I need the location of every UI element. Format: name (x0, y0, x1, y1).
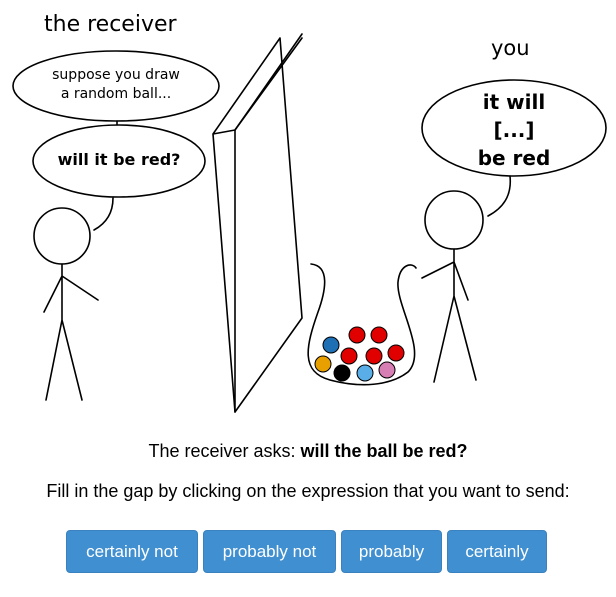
ball (356, 364, 374, 382)
receiver-label: the receiver (44, 12, 177, 37)
receiver-bubble-1 (12, 50, 220, 122)
receiver-head (33, 207, 91, 265)
certainly-button[interactable]: certainly (447, 530, 547, 573)
you-bubble-line-1: it will (482, 90, 546, 114)
you-bubble (421, 79, 607, 177)
ball-bag (307, 263, 417, 386)
ball (387, 344, 405, 362)
answer-buttons: certainly not probably not probably cert… (66, 530, 547, 573)
receiver-bubble-1-line-2: a random ball... (60, 86, 172, 102)
instruction-text: Fill in the gap by clicking on the expre… (46, 481, 570, 501)
scene-drawing (12, 33, 607, 413)
ball (370, 326, 388, 344)
you-bubble-line-2: [...] (493, 118, 535, 142)
ball (340, 347, 358, 365)
receiver-bubble-1-line-1: suppose you draw (52, 67, 180, 83)
question-bold: will the ball be red? (300, 441, 468, 461)
you-bubble-line-3: be red (477, 146, 551, 170)
ball (314, 355, 332, 373)
probably-button[interactable]: probably (341, 530, 442, 573)
ball (365, 347, 383, 365)
question-text: The receiver asks: will the ball be red? (0, 441, 616, 462)
receiver-bubble-2 (32, 124, 206, 198)
wall (212, 33, 303, 413)
ball (333, 364, 351, 382)
you-head (424, 190, 484, 250)
ball (348, 326, 366, 344)
you-label: you (491, 36, 530, 60)
probably-not-button[interactable]: probably not (203, 530, 336, 573)
balls-group (314, 326, 405, 382)
certainly-not-button[interactable]: certainly not (66, 530, 198, 573)
receiver-bubble-1-text: suppose you draw a random ball... (18, 66, 214, 104)
you-bubble-text: it will [...] be red (423, 88, 605, 172)
ball (378, 361, 396, 379)
receiver-bubble-2-text: will it be red? (57, 150, 181, 169)
comic-scene: the receiver you suppose you draw a rand… (12, 12, 607, 413)
question-prefix: The receiver asks: (148, 441, 301, 461)
ball (322, 336, 340, 354)
